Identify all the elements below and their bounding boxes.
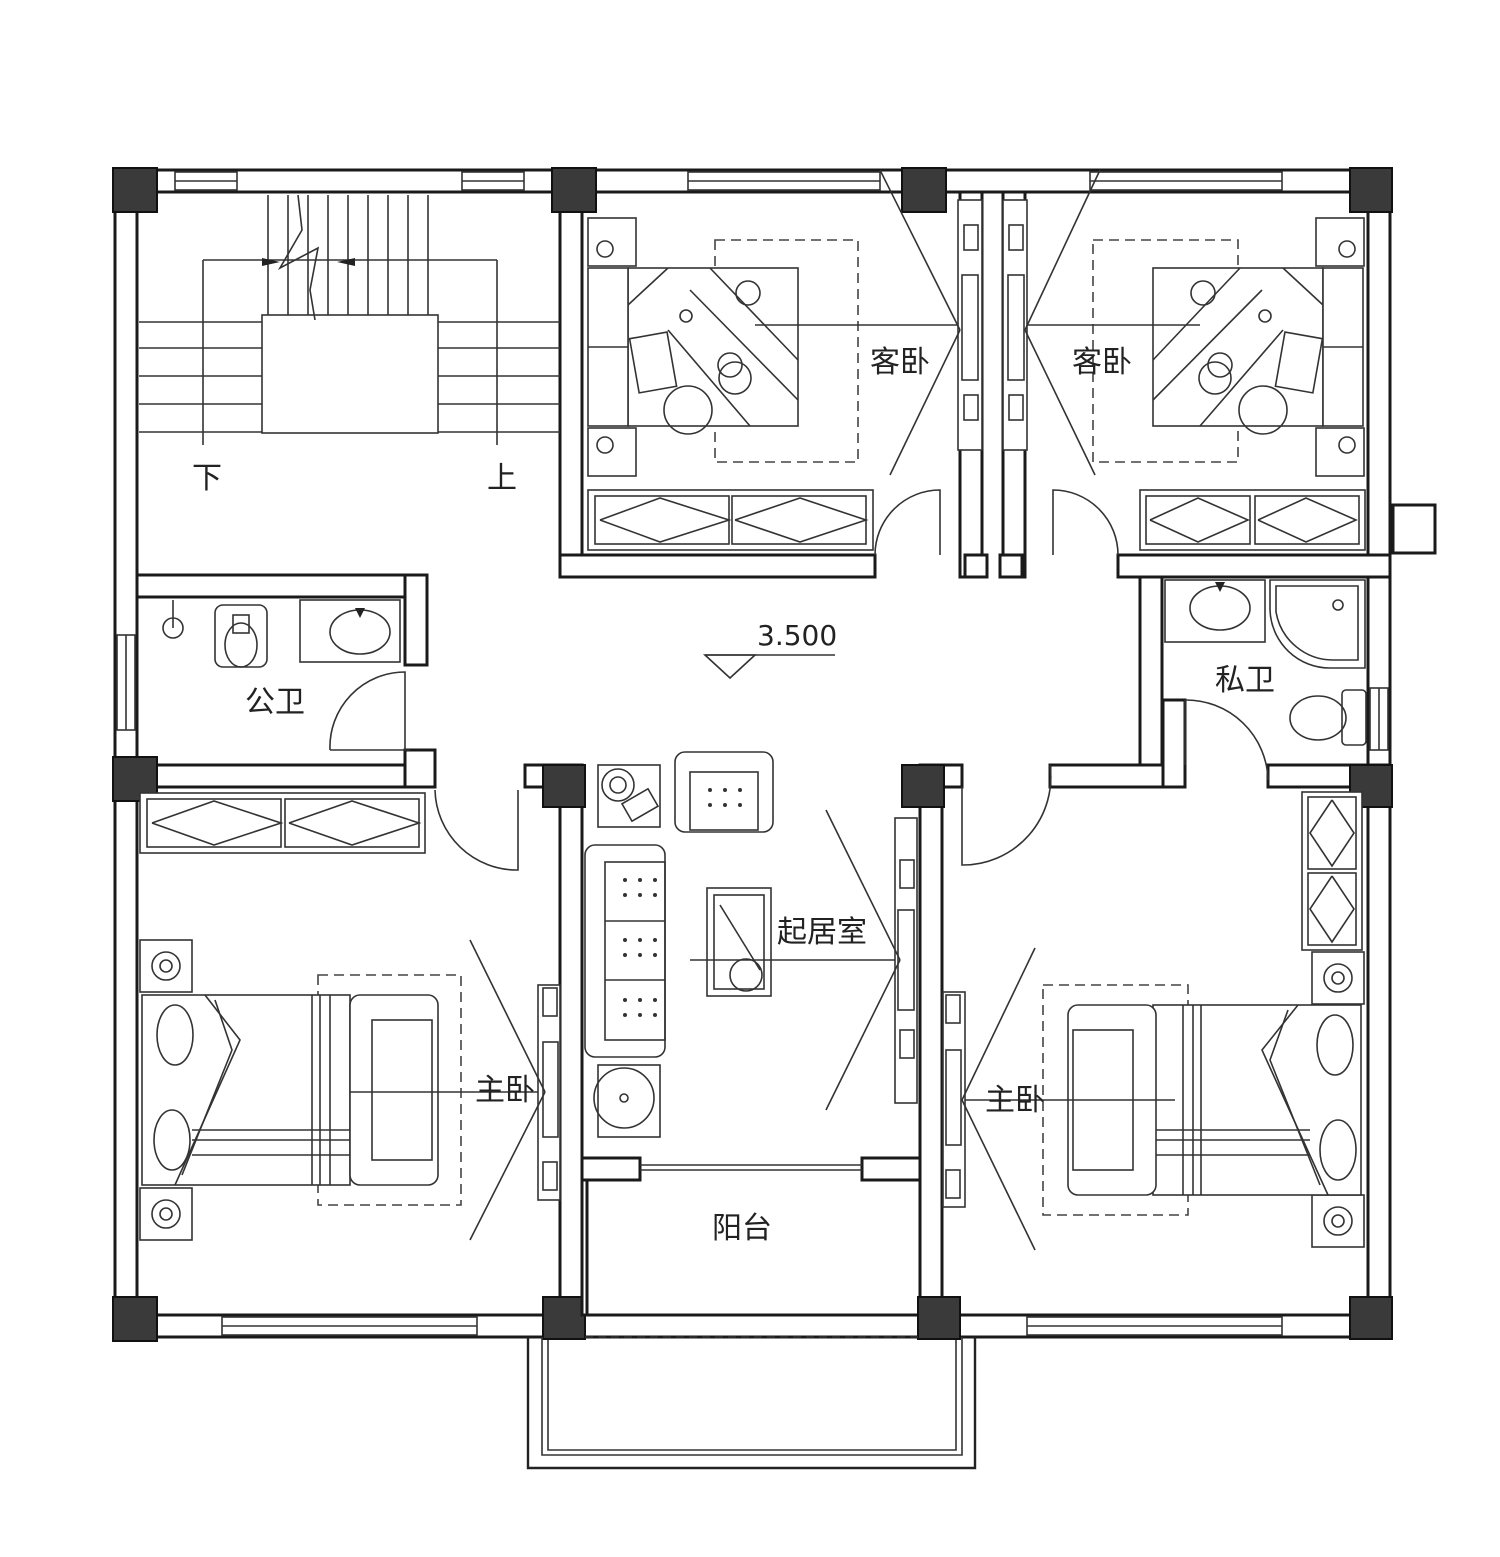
wardrobe-icon	[1139, 489, 1366, 551]
toilet-icon	[1289, 689, 1367, 746]
plant-icon	[593, 1064, 661, 1138]
bed-icon	[141, 994, 351, 1186]
shower-icon	[1269, 579, 1366, 669]
master-bedroom-left-label: 主卧	[475, 1073, 535, 1108]
bed-icon	[627, 267, 799, 435]
bed-icon	[1152, 267, 1324, 435]
wardrobe-icon	[1301, 791, 1363, 951]
elevation-marker	[702, 654, 835, 680]
nightstand-lamp-icon	[1315, 217, 1365, 477]
public-bathroom-label: 公卫	[245, 685, 305, 720]
living-room	[584, 751, 918, 1171]
door-swing-icon	[434, 764, 1052, 871]
guest-bedroom-2	[1002, 169, 1366, 556]
nightstand-lamp-icon	[1311, 951, 1365, 1248]
squat-toilet-icon	[214, 604, 268, 668]
public-bathroom	[162, 599, 410, 751]
nightstand-lamp-icon	[587, 217, 637, 477]
guest-bedroom-1-label: 客卧	[870, 345, 930, 380]
guest-bedroom-2-label: 客卧	[1072, 345, 1132, 380]
elevation-value: 3.500	[757, 619, 837, 652]
washbasin-icon	[1164, 579, 1266, 643]
master-bedroom-right	[942, 791, 1365, 1251]
bed-icon	[1152, 1004, 1362, 1196]
master-bedroom-left	[139, 792, 561, 1241]
master-bedroom-right-label: 主卧	[985, 1083, 1045, 1118]
armchair-icon	[349, 994, 439, 1186]
stair-down-label: 下	[192, 461, 222, 496]
coffee-table-icon	[706, 887, 772, 997]
washbasin-icon	[299, 599, 401, 663]
balcony-label: 阳台	[712, 1211, 772, 1246]
wardrobe-icon	[587, 489, 874, 551]
living-room-label: 起居室	[777, 915, 867, 950]
balcony	[526, 1178, 977, 1470]
structural-columns	[112, 167, 1393, 1342]
wardrobe-icon	[139, 792, 426, 854]
stair-up-label: 上	[487, 461, 517, 496]
armchair-icon	[674, 751, 774, 833]
sofa-icon	[584, 844, 666, 1058]
plant-icon	[597, 764, 661, 828]
guest-bedroom-1	[587, 169, 983, 556]
stair-icon	[139, 194, 560, 445]
nightstand-lamp-icon	[139, 939, 193, 1241]
private-bathroom	[1164, 579, 1367, 781]
windows	[116, 171, 1389, 1336]
private-bathroom-label: 私卫	[1215, 663, 1275, 698]
